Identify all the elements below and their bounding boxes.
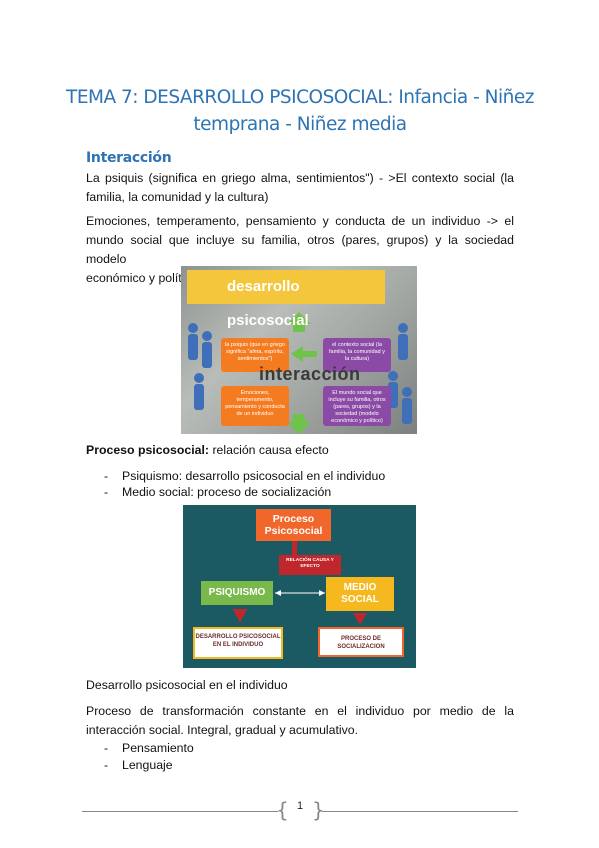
footer-brace-right: } bbox=[312, 798, 325, 822]
box-psiquis: la psiquis (que en griego significa "alm… bbox=[221, 338, 289, 372]
paragraph-line: Emociones, temperamento, pensamiento y c… bbox=[86, 214, 514, 228]
page-number: 1 bbox=[296, 800, 304, 812]
footer-rule-right bbox=[322, 811, 518, 812]
diagram-desarrollo-psicosocial: desarrollo psicosocial la psiquis (que e… bbox=[181, 266, 417, 434]
section-heading-interaccion: Interacción bbox=[86, 150, 172, 166]
box-desarrollo: DESARROLLO PSICOSOCIAL EN EL INDIVIDUO bbox=[193, 627, 283, 659]
paragraph-psiquis: La psiquis (significa en griego alma, se… bbox=[86, 169, 514, 207]
box-relacion: RELACIÓN CAUSA Y EFECTO bbox=[279, 555, 341, 575]
proceso-rest: relación causa efecto bbox=[209, 443, 329, 457]
diagram-connectors bbox=[233, 541, 367, 625]
paragraph-line: familia, la comunidad y la cultura) bbox=[86, 190, 269, 204]
paragraph-line: La psiquis (significa en griego alma, se… bbox=[86, 171, 514, 185]
proceso-bold: Proceso psicosocial: bbox=[86, 443, 210, 457]
box-contexto-social: el contexto social (la familia, la comun… bbox=[323, 338, 391, 372]
box-medio-social: MEDIO SOCIAL bbox=[326, 577, 394, 611]
box-socializacion: PROCESO DE SOCIALIZACION bbox=[318, 627, 404, 657]
desarrollo-heading: Desarrollo psicosocial en el individuo bbox=[86, 678, 288, 692]
interaccion-label: interacción bbox=[259, 364, 361, 384]
box-emociones: Emociones, temperamento, pensamiento y c… bbox=[221, 386, 289, 426]
paragraph-line: mundo social que incluye su familia, otr… bbox=[86, 233, 514, 266]
box-proceso: Proceso Psicosocial bbox=[256, 509, 331, 541]
paragraph-line: interacción social. Integral, gradual y … bbox=[86, 723, 359, 737]
document-title: TEMA 7: DESARROLLO PSICOSOCIAL: Infancia… bbox=[60, 84, 540, 138]
paragraph-emociones: Emociones, temperamento, pensamiento y c… bbox=[86, 212, 514, 288]
box-mundo-social: El mundo social que incluye su familia, … bbox=[323, 386, 391, 426]
title-line-1: TEMA 7: DESARROLLO PSICOSOCIAL: Infancia… bbox=[66, 87, 534, 108]
box-psiquismo: PSIQUISMO bbox=[201, 581, 273, 605]
footer-rule-left bbox=[82, 811, 278, 812]
proceso-psicosocial-line: Proceso psicosocial: relación causa efec… bbox=[86, 441, 514, 460]
diagram-banner: desarrollo psicosocial bbox=[187, 270, 385, 329]
paragraph-proceso-transformacion: Proceso de transformación constante en e… bbox=[86, 702, 514, 740]
diagram-proceso-psicosocial: Proceso Psicosocial RELACIÓN CAUSA Y EFE… bbox=[183, 505, 416, 668]
title-line-2: temprana - Niñez media bbox=[193, 114, 407, 135]
paragraph-line: económico y político) bbox=[86, 271, 202, 285]
paragraph-line: Proceso de transformación constante en e… bbox=[86, 704, 514, 718]
footer-brace-left: { bbox=[276, 798, 289, 822]
